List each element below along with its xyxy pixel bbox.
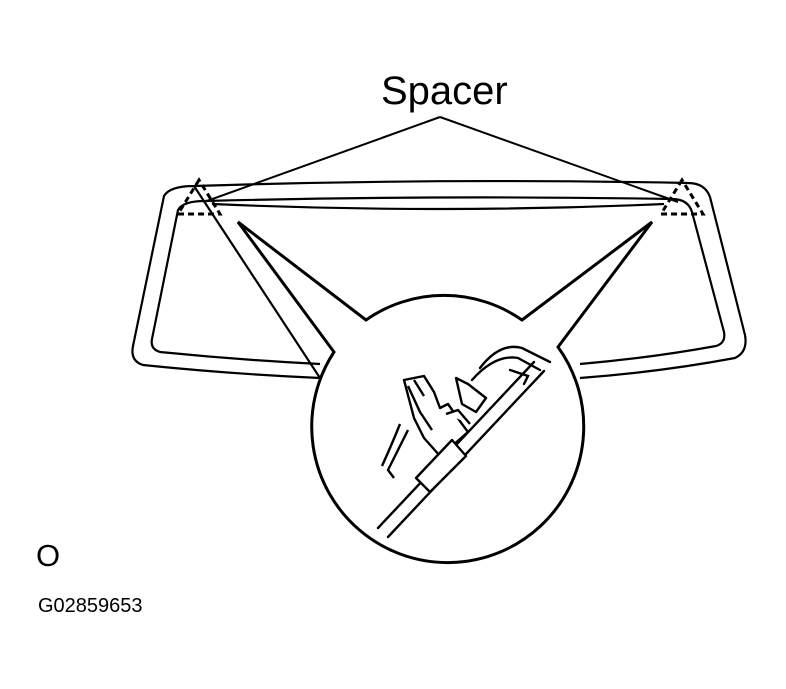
- spacer-leaders: [203, 116, 679, 203]
- windshield-glass: [131, 179, 747, 380]
- windshield-inner-edge: [150, 196, 726, 366]
- magnifier-outline: [236, 220, 654, 565]
- detail-magnifier: [236, 220, 654, 565]
- view-letter: O: [36, 538, 61, 573]
- figure-code: G02859653: [38, 595, 143, 617]
- spacer-markers: [175, 177, 706, 216]
- leader-right: [439, 116, 679, 203]
- windshield-top-strip: [211, 202, 665, 211]
- leader-left: [203, 116, 441, 203]
- spacer-left: [175, 177, 223, 216]
- spacer-callout-label: Spacer: [381, 69, 508, 113]
- spacer-clip: [380, 374, 488, 494]
- spacer-right: [658, 177, 706, 216]
- windshield-outer-edge: [131, 179, 747, 380]
